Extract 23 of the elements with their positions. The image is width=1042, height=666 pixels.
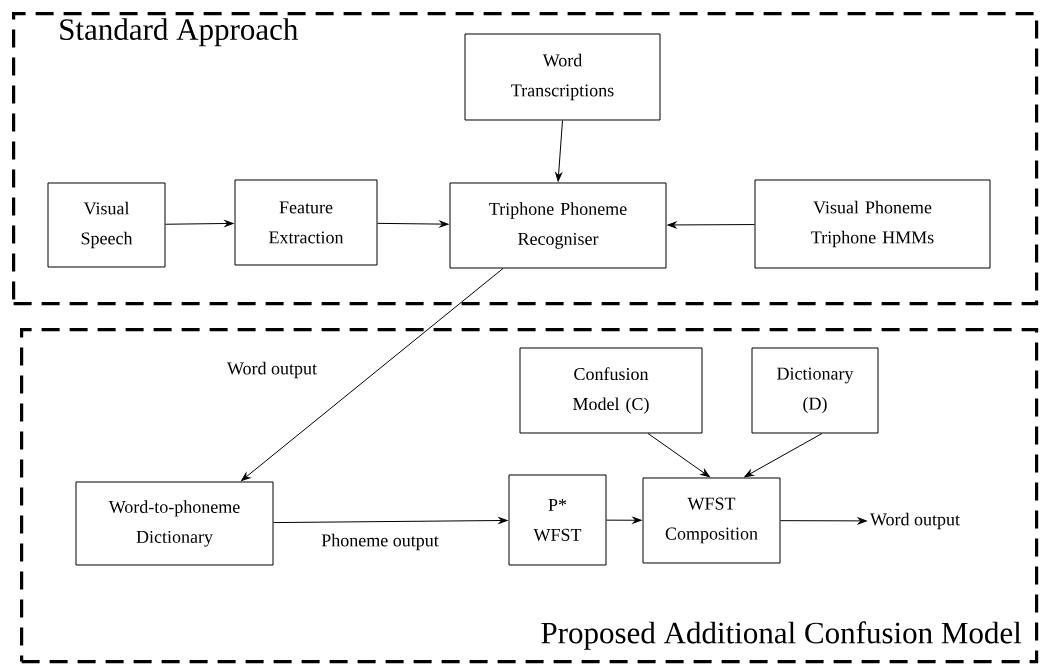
arrow (780, 517, 867, 525)
process-box: Word-to-phoneme Dictionary (75, 481, 274, 566)
arrow (241, 268, 504, 482)
arrow (377, 220, 449, 228)
arrow (667, 221, 755, 229)
process-box: Feature Extraction (234, 179, 378, 266)
process-box: Visual Speech (47, 182, 166, 268)
process-box: WFST Composition (642, 477, 781, 564)
arrow (647, 433, 710, 478)
process-box: P* WFST (508, 474, 607, 566)
process-box: Dictionary (D) (751, 347, 879, 434)
arrow (555, 120, 563, 182)
arrow (273, 517, 508, 524)
arrow (606, 516, 642, 524)
process-box: Triphone Phoneme Recogniser (449, 182, 667, 269)
process-box: Visual Phoneme Triphone HMMs (754, 179, 991, 269)
edge-label: Phoneme output (319, 531, 441, 553)
edge-label: Word output (225, 359, 320, 381)
arrow (165, 220, 234, 227)
process-box: Confusion Model (C) (519, 347, 703, 434)
process-box: Word Transcriptions (464, 33, 661, 121)
output-text: Word output (870, 512, 960, 530)
arrow (744, 433, 823, 478)
